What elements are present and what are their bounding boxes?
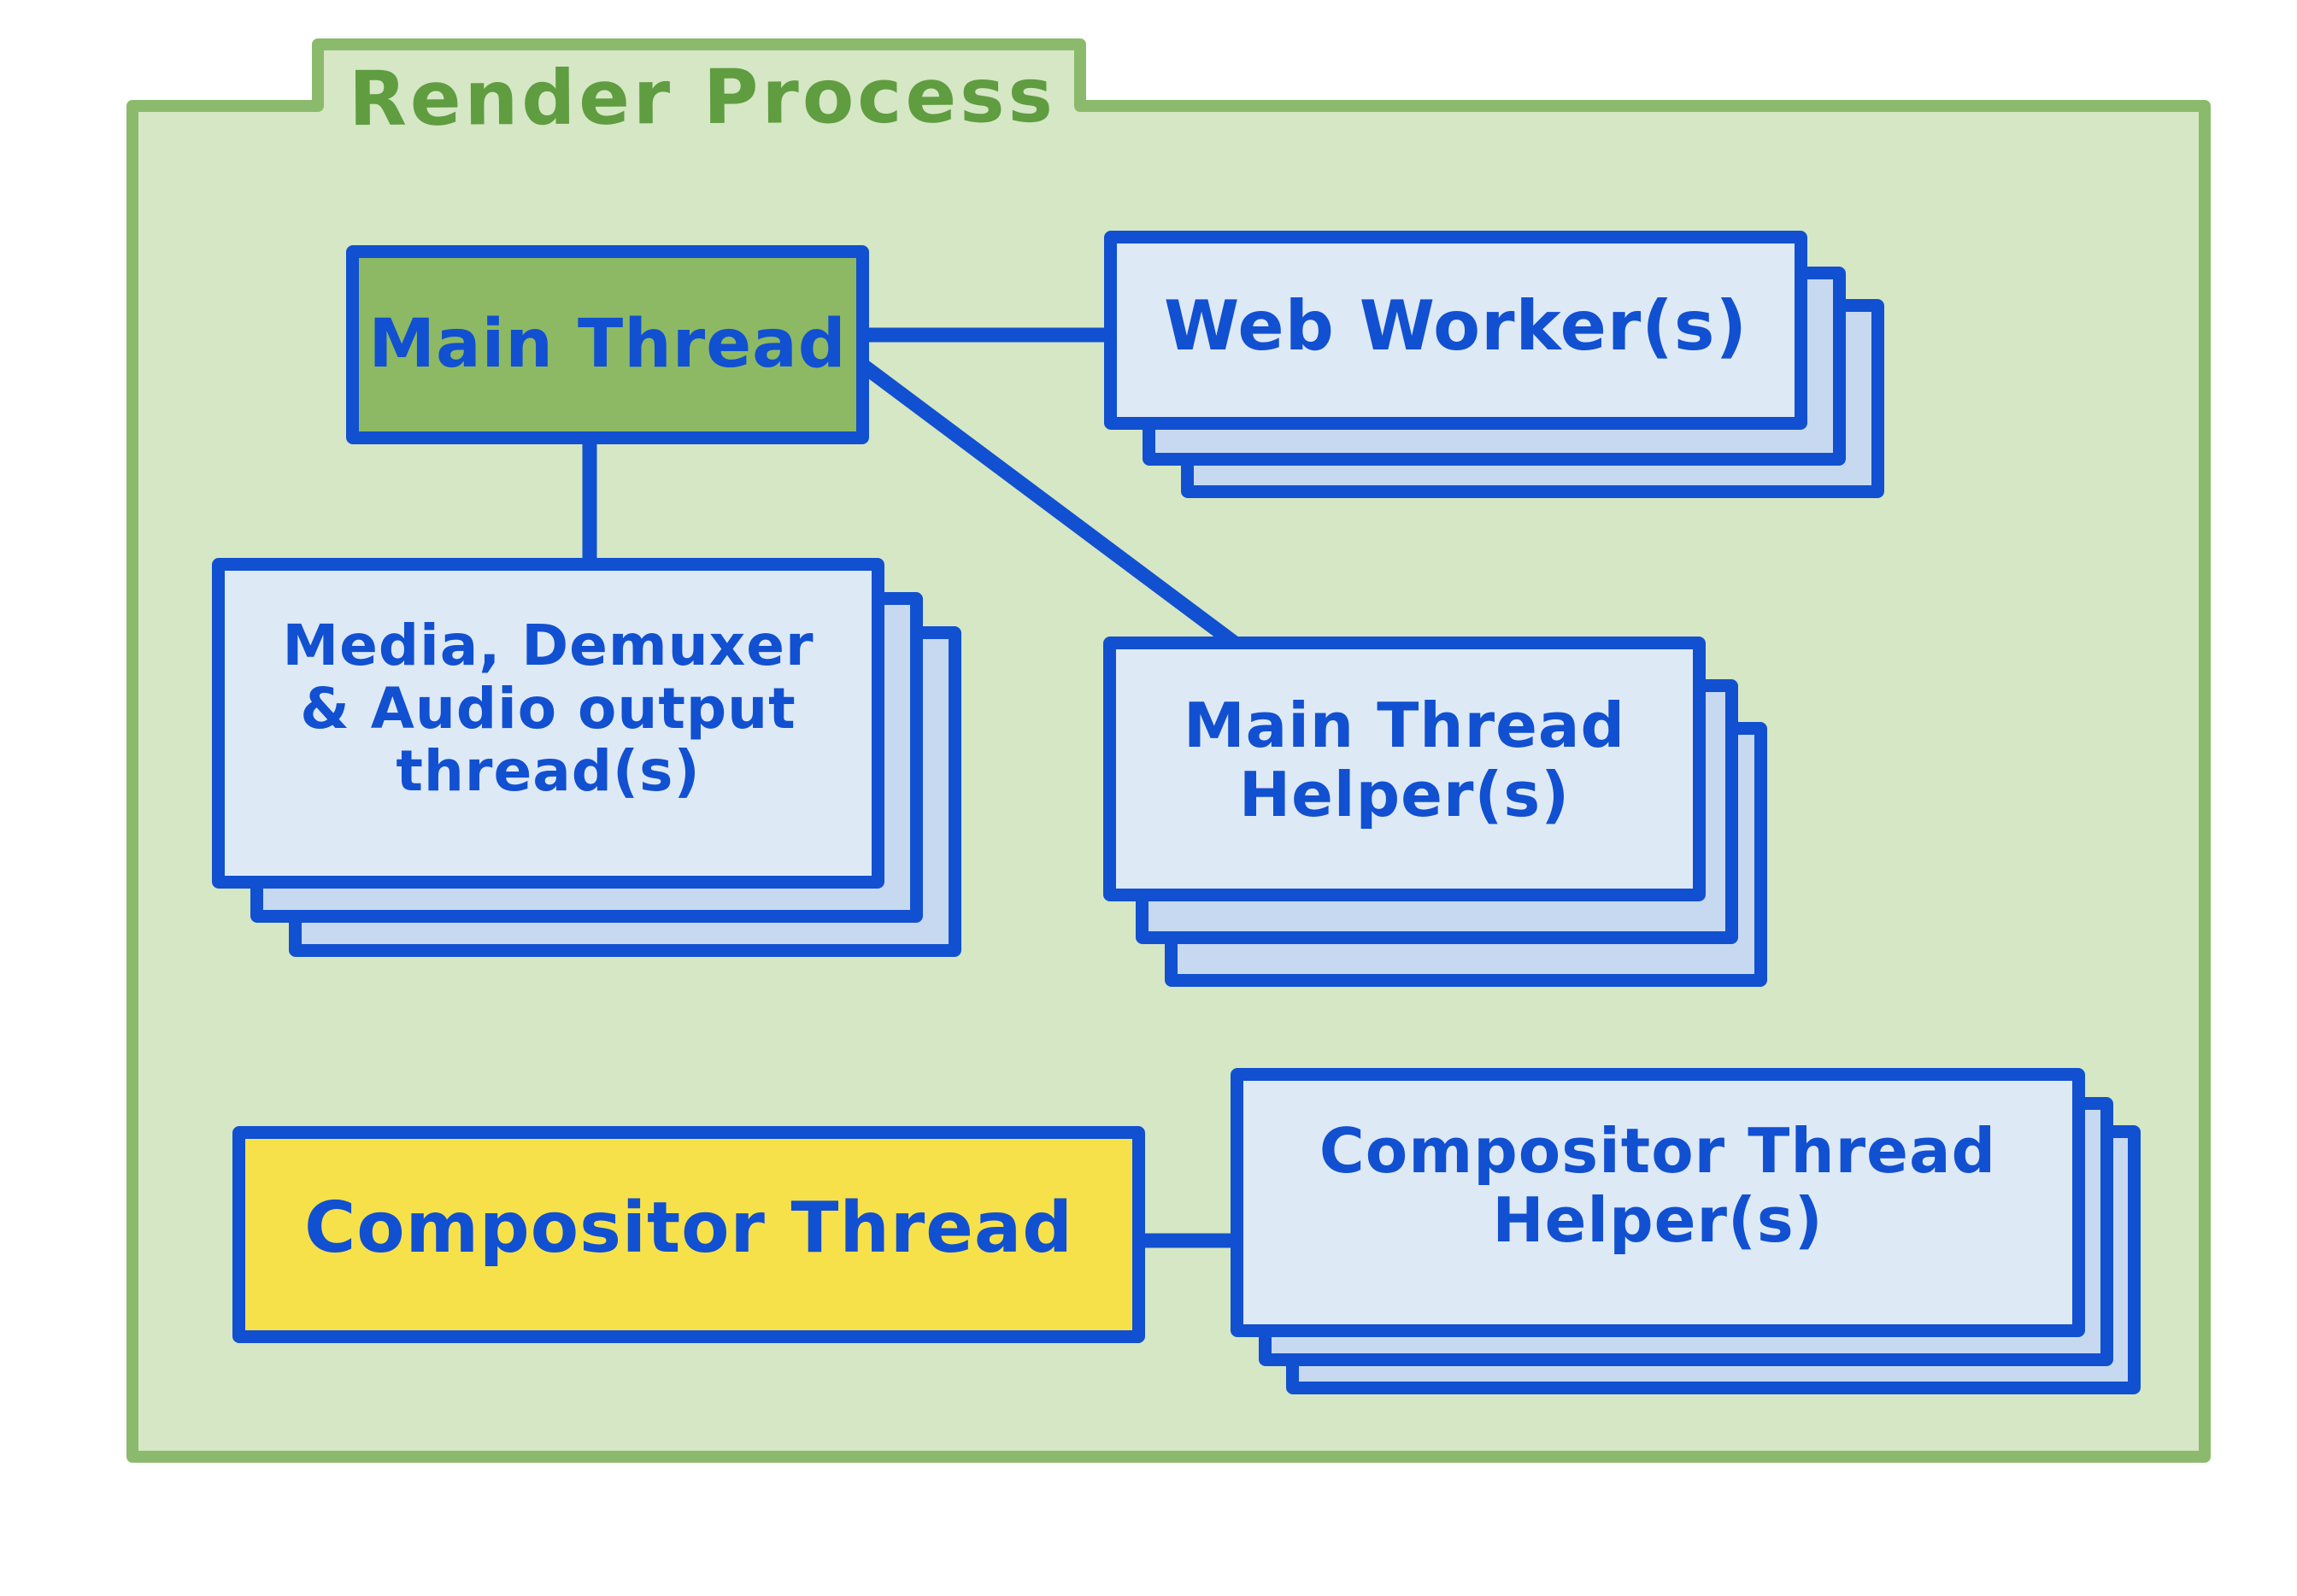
folder-title: Render Process xyxy=(348,50,1057,143)
node-media-threads-line-1: Media, Demuxer xyxy=(282,612,814,678)
node-compositor-thread-helpers-line-1: Compositor Thread xyxy=(1319,1114,1997,1187)
node-web-workers-label: Web Worker(s) xyxy=(1163,285,1748,366)
node-web-workers: Web Worker(s) xyxy=(1104,231,1884,498)
node-compositor-thread-label: Compositor Thread xyxy=(304,1188,1073,1270)
node-media-threads-line-3: thread(s) xyxy=(396,738,701,805)
node-compositor-thread-helpers: Compositor Thread Helper(s) xyxy=(1231,1068,2141,1394)
node-compositor-thread-helpers-label: Compositor Thread Helper(s) xyxy=(1319,1117,1996,1288)
stack-card-front: Web Worker(s) xyxy=(1104,231,1807,430)
node-media-threads-line-2: & Audio output xyxy=(300,675,796,742)
node-compositor-thread-helpers-line-2: Helper(s) xyxy=(1492,1183,1824,1256)
node-main-thread-helpers-line-1: Main Thread xyxy=(1183,689,1626,762)
node-main-thread-helpers: Main Thread Helper(s) xyxy=(1103,637,1767,987)
node-media-threads: Media, Demuxer & Audio output thread(s) xyxy=(212,558,961,957)
node-main-thread-label: Main Thread xyxy=(368,305,847,383)
node-main-thread: Main Thread xyxy=(346,245,869,444)
node-main-thread-helpers-line-2: Helper(s) xyxy=(1238,759,1571,830)
stack-card-front: Media, Demuxer & Audio output thread(s) xyxy=(212,558,884,889)
node-main-thread-helpers-label: Main Thread Helper(s) xyxy=(1184,691,1625,846)
node-media-threads-label: Media, Demuxer & Audio output thread(s) xyxy=(282,612,814,833)
stack-card-front: Main Thread Helper(s) xyxy=(1103,637,1706,901)
node-compositor-thread: Compositor Thread xyxy=(232,1126,1145,1343)
stack-card-front: Compositor Thread Helper(s) xyxy=(1231,1068,2085,1337)
edge-main-thread-main-thread-helpers xyxy=(854,356,1260,664)
